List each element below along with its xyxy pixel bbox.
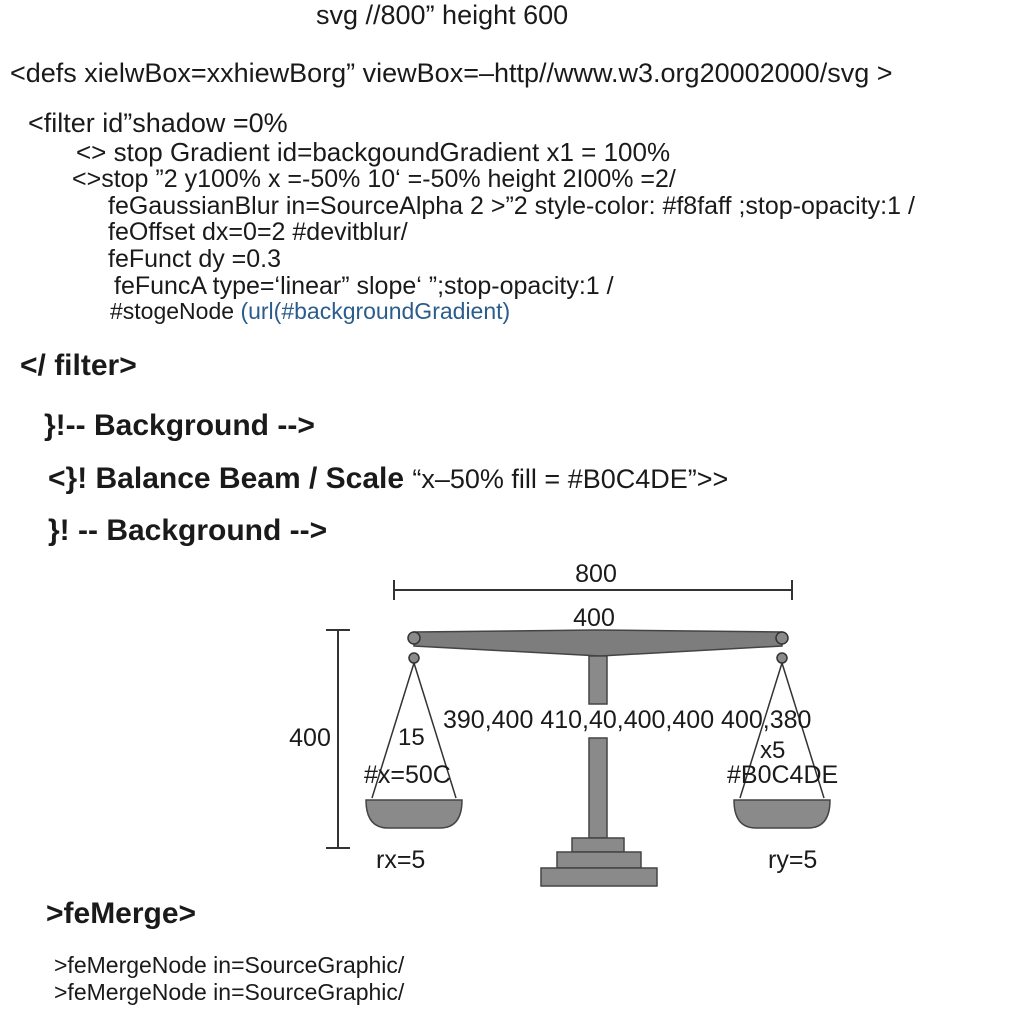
balance-beam-title: <}! Balance Beam / Scale — [48, 462, 413, 495]
left-chain-2 — [413, 662, 457, 799]
code-line-femergenode-2: >feMergeNode in=SourceGraphic/ — [54, 979, 405, 1005]
hanger-knob-right — [776, 652, 788, 664]
beam — [413, 629, 783, 657]
right-fill-label: #B0C4DE — [727, 761, 838, 789]
code-line-stopnode: #stogeNode (url(#backgroundGradient) — [110, 300, 510, 323]
balance-beam-attrs: “x–50% fill = #B0C4DE”>> — [412, 464, 729, 494]
code-line-funct: feFunct dy =0.3 — [108, 245, 282, 273]
stopnode-text: #stogeNode — [110, 298, 241, 324]
left-fill-label: #x=50C — [364, 761, 451, 789]
code-line-femerge: >feMerge> — [46, 897, 197, 930]
code-line-svg: svg //800” height 600 — [316, 0, 569, 30]
code-line-femergenode-1: >feMergeNode in=SourceGraphic/ — [54, 952, 405, 978]
code-line-filter: <filter id”shadow =0% — [28, 108, 288, 138]
right-angle-label: x5 — [760, 737, 785, 764]
code-line-filter-close: </ filter> — [20, 349, 137, 382]
base-step-bottom — [540, 867, 658, 887]
code-line-stop-gradient: <> stop Gradient id=backgoundGradient x1… — [76, 137, 671, 167]
left-chain-1 — [371, 662, 415, 799]
stopnode-url: (url(#backgroundGradient) — [240, 298, 511, 324]
code-line-gaussian-blur: feGaussianBlur in=SourceAlpha 2 >”2 styl… — [108, 192, 915, 220]
left-pan — [365, 799, 463, 829]
code-line-defs: <defs xielwBox=xxhiewBorg” viewBox=–http… — [10, 58, 893, 88]
right-chain-2 — [781, 662, 825, 799]
beam-pivot-left — [407, 631, 421, 645]
base-step-middle — [556, 851, 642, 869]
beam-label: 400 — [573, 604, 615, 632]
code-line-stop-position: <>stop ”2 y100% x =-50% 10‘ =-50% height… — [72, 165, 676, 193]
code-line-funca: feFuncA type=‘linear” slope‘ ”;stop-opac… — [114, 272, 614, 300]
width-label: 800 — [575, 560, 617, 588]
right-radius-label: ry=5 — [768, 846, 817, 874]
right-chain-1 — [739, 662, 783, 799]
left-angle-label: 15 — [398, 724, 425, 751]
hanger-knob-left — [408, 652, 420, 664]
comment-balance-beam: <}! Balance Beam / Scale “x–50% fill = #… — [48, 464, 728, 494]
base-step-top — [571, 837, 625, 853]
height-label: 400 — [289, 724, 331, 752]
coords-label: 390,400 410,40,400,400 400,380 — [443, 706, 811, 734]
right-pan — [733, 799, 831, 829]
post-upper — [588, 655, 608, 705]
left-radius-label: rx=5 — [376, 846, 425, 874]
code-line-offset: feOffset dx=0=2 #devitblur/ — [108, 218, 408, 246]
post-lower — [588, 737, 608, 839]
comment-background-2: }! -- Background --> — [48, 514, 328, 547]
beam-pivot-right — [775, 631, 789, 645]
comment-background-1: }!-- Background --> — [44, 409, 315, 442]
